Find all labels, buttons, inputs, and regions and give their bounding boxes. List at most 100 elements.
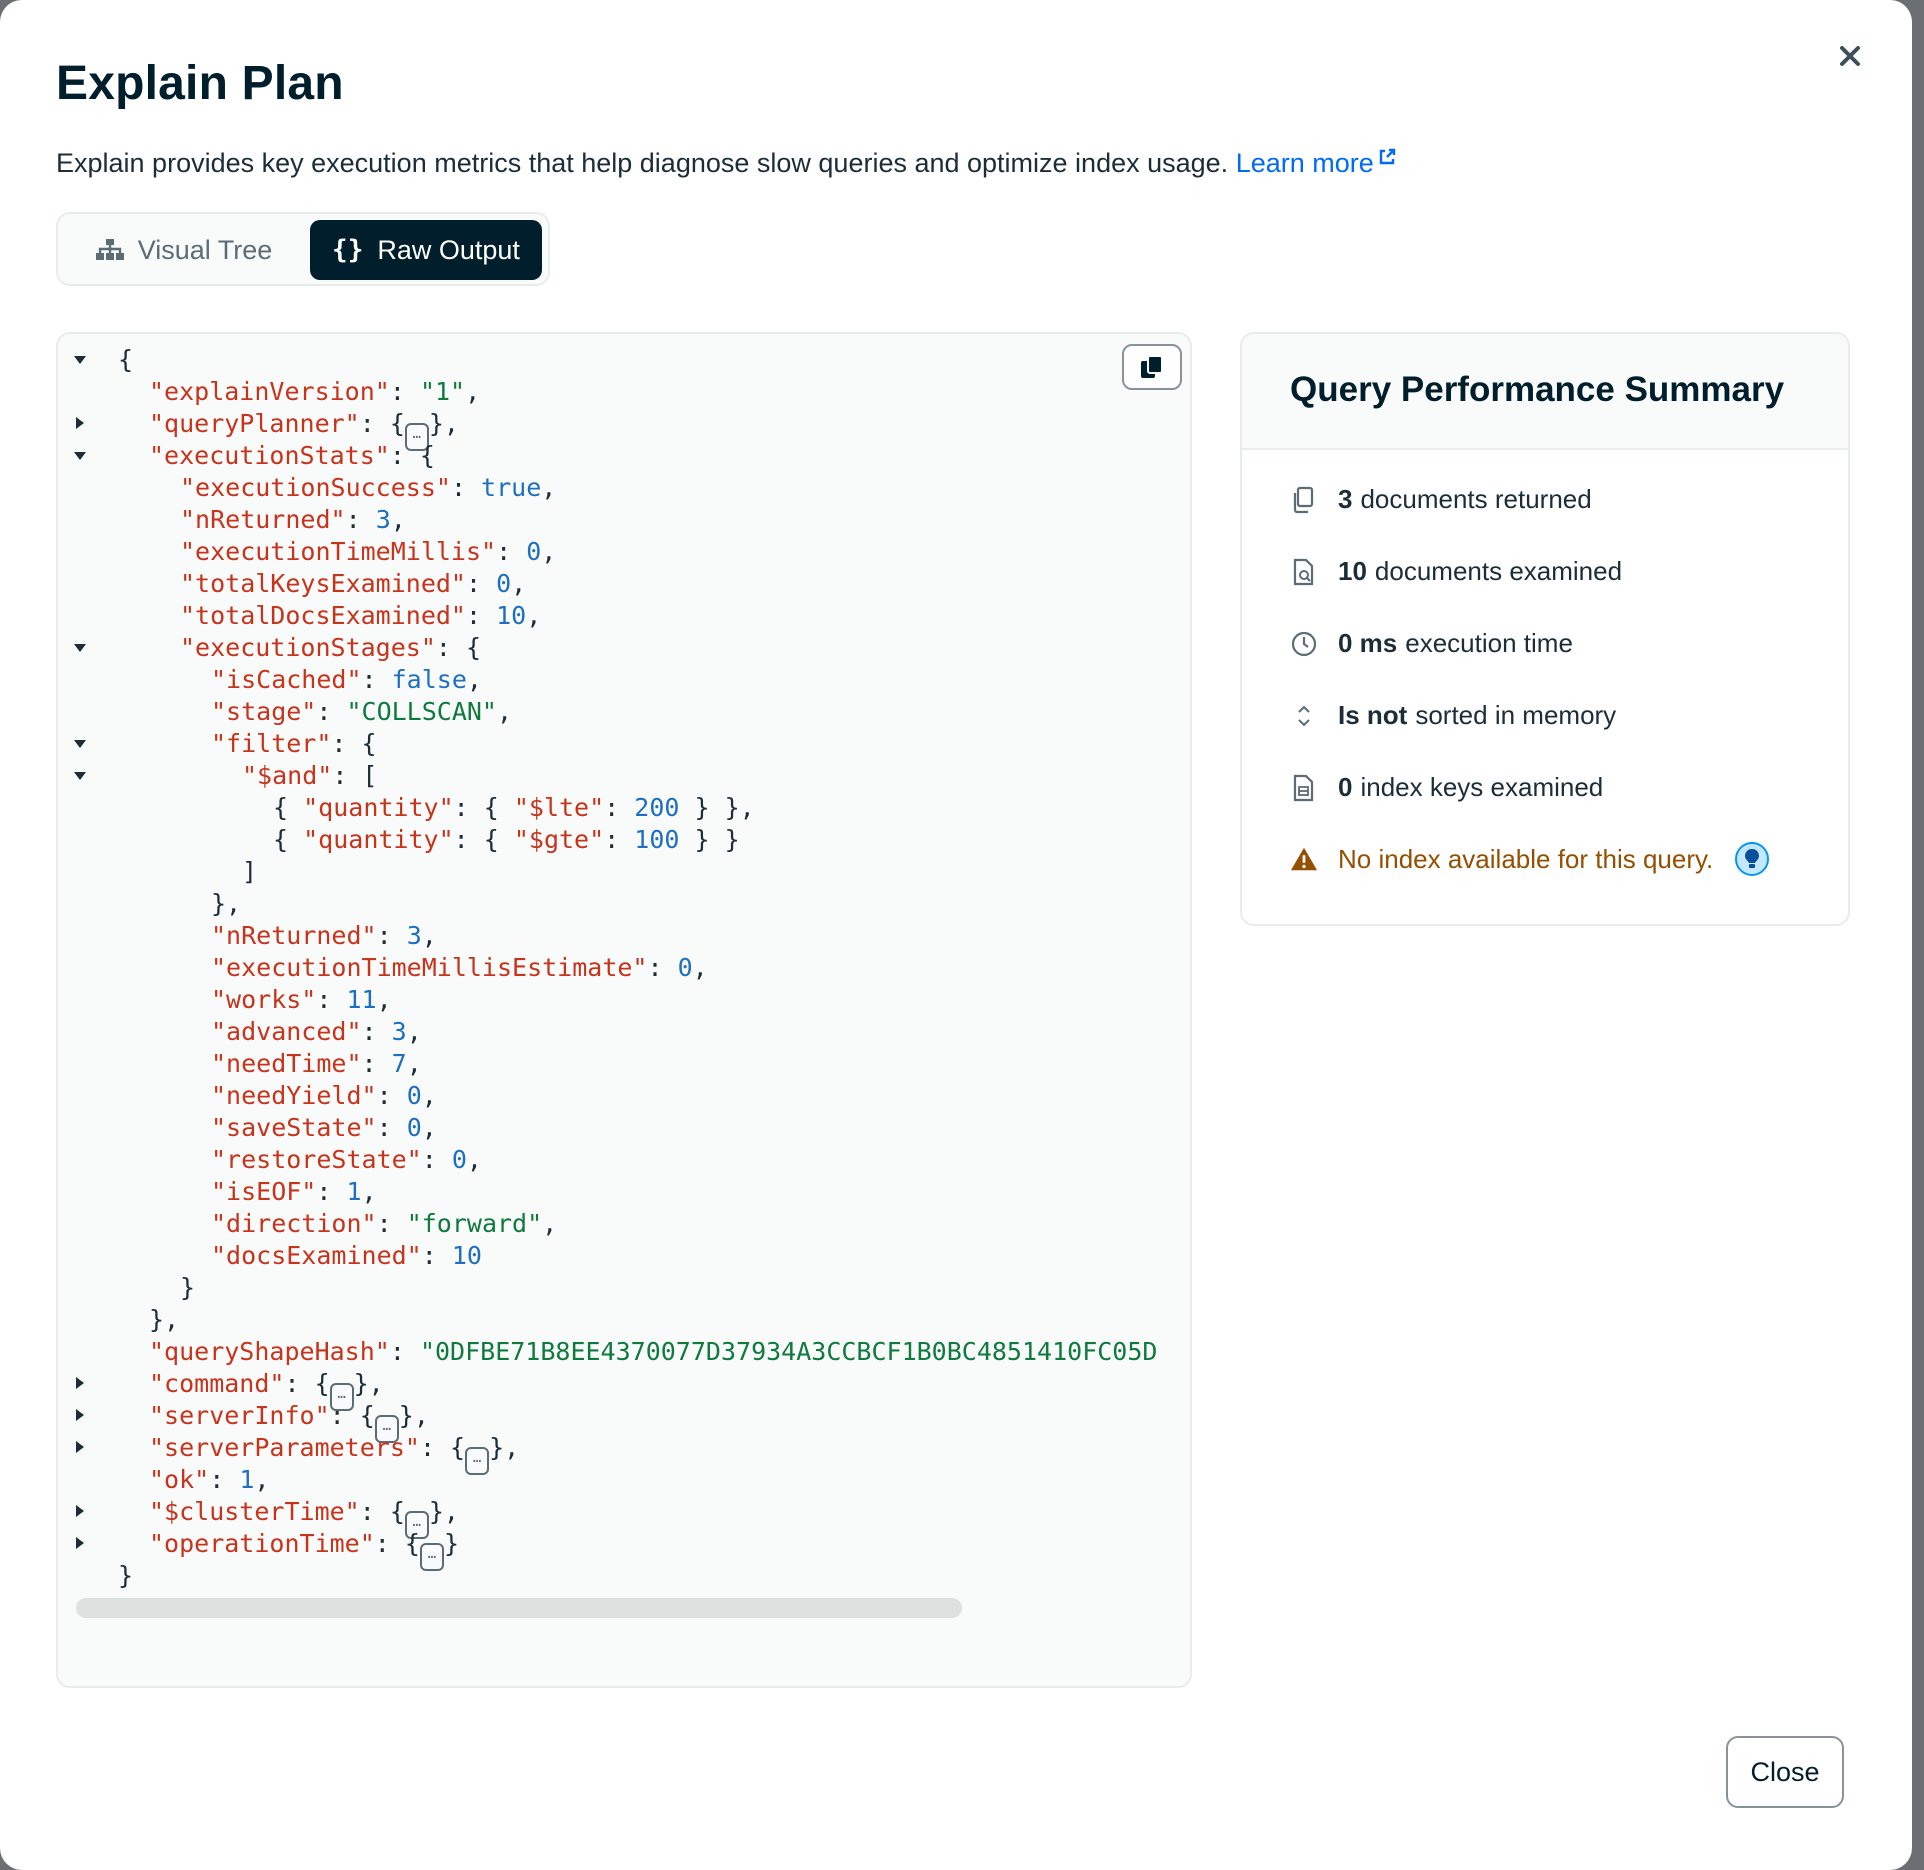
horizontal-scrollbar[interactable] [76, 1598, 962, 1618]
json-punctuation: : { [359, 1497, 405, 1526]
json-punctuation: , [376, 985, 392, 1014]
expand-ellipsis-button[interactable]: … [419, 1543, 444, 1571]
docs-examined-label: documents examined [1374, 556, 1623, 586]
visual-tree-tab[interactable]: Visual Tree [64, 220, 304, 280]
json-value: 0 [677, 953, 693, 982]
code-line: "totalDocsExamined": 10, [58, 600, 1157, 632]
code-line: "advanced": 3, [58, 1016, 1157, 1048]
caret-down-icon[interactable] [74, 644, 86, 652]
caret-right-icon[interactable] [76, 1505, 84, 1517]
json-punctuation: , [421, 1081, 437, 1110]
code-line: "explainVersion": "1", [58, 376, 1157, 408]
metric-no-index-warning: No index available for this query. [1290, 842, 1770, 876]
caret-right-icon[interactable] [76, 1409, 84, 1421]
json-key: "$and" [242, 761, 333, 790]
learn-more-link[interactable]: Learn more [1236, 148, 1396, 178]
json-punctuation: : [421, 1241, 452, 1270]
caret-right-icon[interactable] [76, 1537, 84, 1549]
json-key: "executionStats" [149, 441, 390, 470]
json-punctuation: : [345, 505, 376, 534]
close-icon[interactable] [1832, 38, 1868, 74]
json-punctuation: } }, [679, 793, 755, 822]
code-line: "needTime": 7, [58, 1048, 1157, 1080]
json-key: "isEOF" [211, 1177, 317, 1206]
caret-down-icon[interactable] [74, 356, 86, 364]
json-punctuation: , [466, 665, 482, 694]
warning-text: No index available for this query. [1338, 843, 1714, 874]
code-line: "docsExamined": 10 [58, 1240, 1157, 1272]
json-punctuation: : [376, 1081, 407, 1110]
json-key: "direction" [211, 1209, 377, 1238]
json-punctuation: , [361, 1177, 377, 1206]
code-line: }, [58, 888, 1157, 920]
json-punctuation: : { [284, 1369, 330, 1398]
json-value: 200 [634, 793, 680, 822]
json-punctuation: , [496, 697, 513, 726]
expand-ellipsis-button[interactable]: … [465, 1447, 490, 1475]
caret-right-icon[interactable] [76, 417, 84, 429]
close-button[interactable]: Close [1726, 1736, 1844, 1808]
caret-right-icon[interactable] [76, 1377, 84, 1389]
json-punctuation: : { [389, 441, 435, 470]
json-value: 0 [451, 1145, 467, 1174]
json-punctuation: : { [453, 825, 514, 854]
json-punctuation: }, [353, 1369, 384, 1398]
metric-sorted: Is not sorted in memory [1290, 700, 1616, 731]
expand-ellipsis-button[interactable]: … [404, 1511, 429, 1539]
lightbulb-icon[interactable] [1735, 842, 1770, 876]
json-value: 0 [406, 1113, 422, 1142]
json-value: "1" [419, 377, 466, 406]
json-punctuation: , [692, 953, 708, 982]
json-punctuation: : [389, 1337, 420, 1366]
caret-right-icon[interactable] [76, 1441, 84, 1453]
code-line: "totalKeysExamined": 0, [58, 568, 1157, 600]
json-punctuation: , [406, 1017, 422, 1046]
raw-output-tab[interactable]: {} Raw Output [310, 220, 542, 280]
json-value: 3 [406, 921, 422, 950]
json-punctuation: , [541, 537, 557, 566]
metric-keys-examined: 0 index keys examined [1290, 772, 1603, 803]
documents-icon [1290, 486, 1318, 514]
raw-output-panel[interactable]: {"explainVersion": "1","queryPlanner": {… [56, 332, 1192, 1688]
expand-ellipsis-button[interactable]: … [374, 1415, 399, 1443]
json-punctuation: , [526, 601, 542, 630]
json-value: 10 [496, 601, 527, 630]
document-search-icon [1290, 558, 1318, 586]
code-line: }, [58, 1304, 1157, 1336]
json-punctuation: : [465, 601, 497, 630]
index-document-icon [1290, 774, 1318, 802]
json-punctuation: : [376, 1113, 407, 1142]
expand-ellipsis-button[interactable]: … [404, 423, 429, 451]
code-line: "executionTimeMillis": 0, [58, 536, 1157, 568]
json-value: "COLLSCAN" [346, 697, 497, 726]
sorted-label: sorted in memory [1415, 700, 1617, 730]
json-value: 0 [526, 537, 542, 566]
code-line: "nReturned": 3, [58, 504, 1157, 536]
copy-button[interactable] [1122, 344, 1182, 390]
expand-ellipsis-button[interactable]: … [329, 1383, 354, 1411]
caret-down-icon[interactable] [74, 740, 86, 748]
json-key: "needTime" [211, 1049, 362, 1078]
modal-description: Explain provides key execution metrics t… [56, 142, 1396, 179]
json-punctuation: }, [211, 889, 242, 918]
code-line: "direction": "forward", [58, 1208, 1157, 1240]
code-line: "needYield": 0, [58, 1080, 1157, 1112]
json-punctuation: : { [331, 729, 377, 758]
json-punctuation: } [180, 1273, 196, 1302]
json-key: "stage" [211, 697, 317, 726]
json-value: 1 [239, 1465, 255, 1494]
code-line: } [58, 1272, 1157, 1304]
code-line: } [58, 1560, 1157, 1592]
code-line: "$and": [ [58, 760, 1157, 792]
code-line: "works": 11, [58, 984, 1157, 1016]
code-line: "nReturned": 3, [58, 920, 1157, 952]
caret-down-icon[interactable] [74, 452, 86, 460]
json-punctuation: , [406, 1049, 422, 1078]
caret-down-icon[interactable] [74, 772, 86, 780]
code-line: "restoreState": 0, [58, 1144, 1157, 1176]
code-line: "queryShapeHash": "0DFBE71B8EE4370077D37… [58, 1336, 1157, 1368]
json-punctuation: }, [428, 409, 459, 438]
json-key: "command" [149, 1369, 285, 1398]
summary-title: Query Performance Summary [1242, 334, 1848, 450]
